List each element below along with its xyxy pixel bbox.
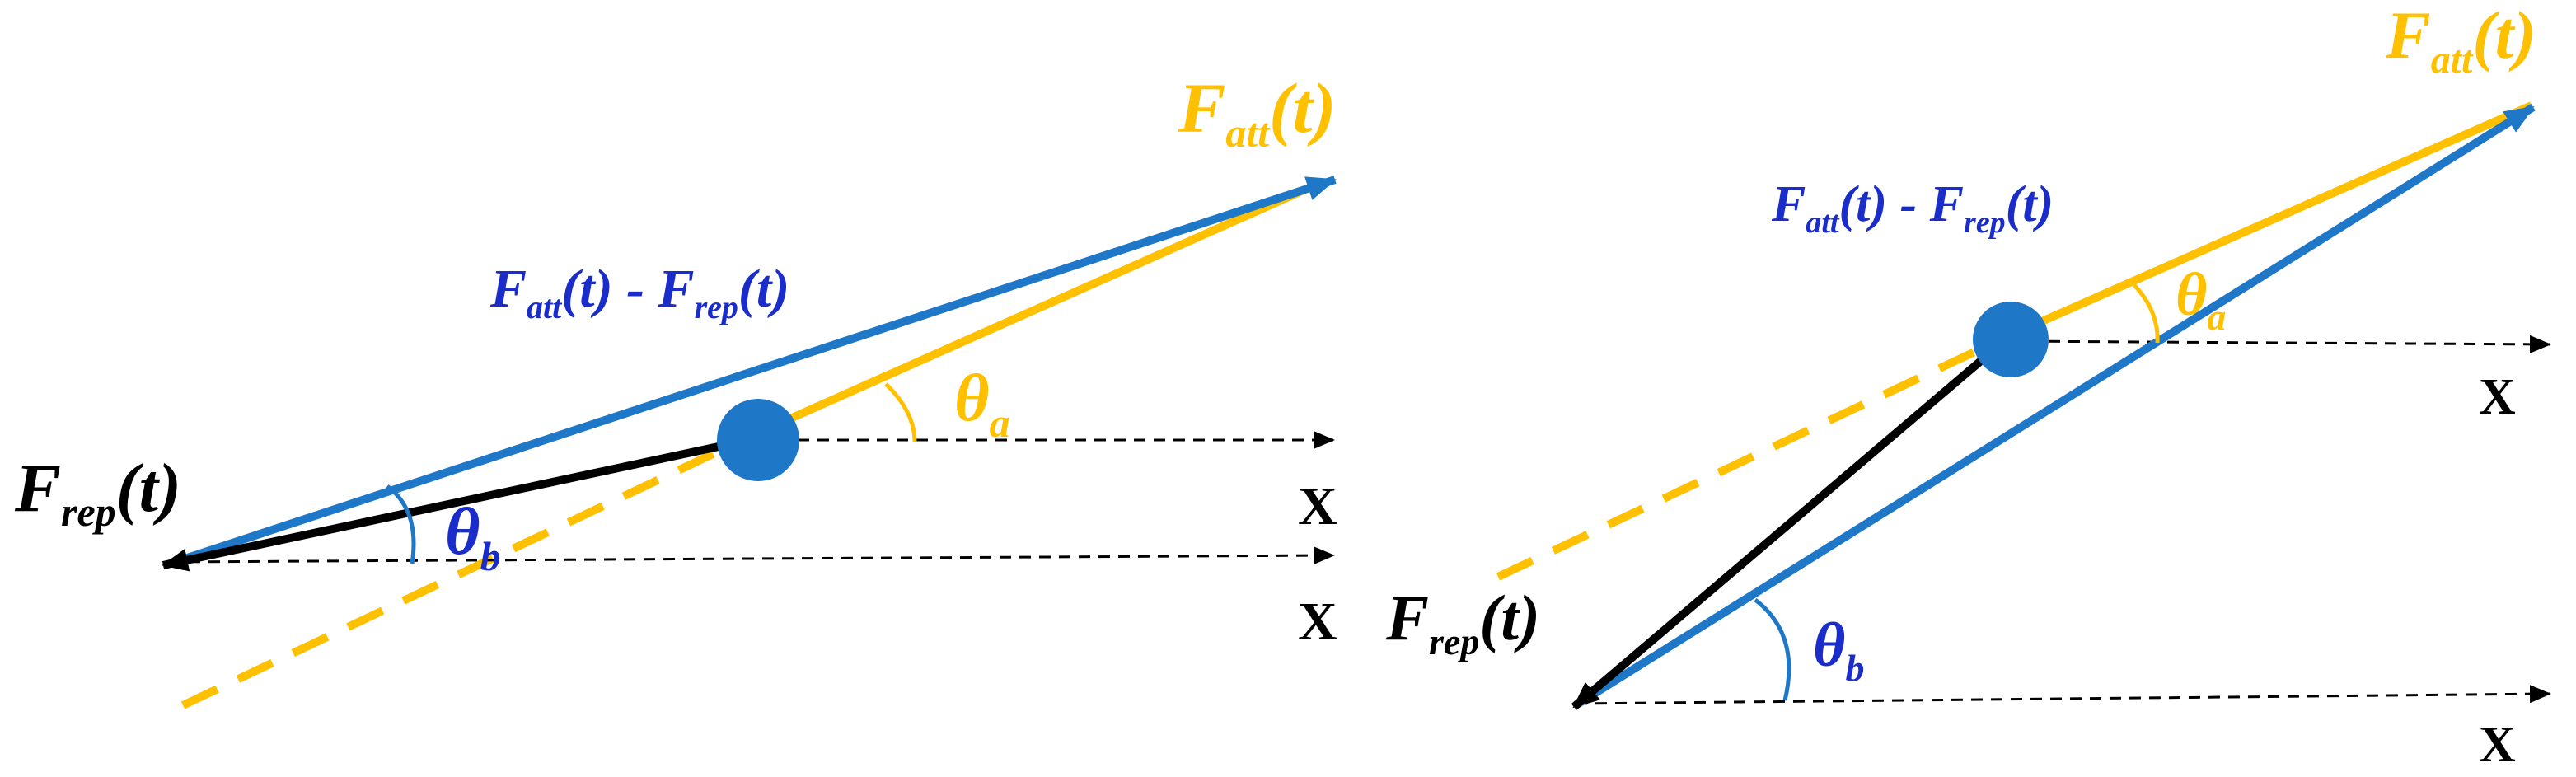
right-f-att-label: Fatt(t) [2385,0,2536,82]
right-x-label-upper: X [2479,369,2516,425]
left-f-rep-label: Frep(t) [14,450,181,535]
left-attractive-extension [180,434,748,709]
left-theta-a-arc [884,382,917,442]
left-attractive-force [743,179,1323,442]
right-robot-dot [1973,302,2049,377]
left-repulsive-force [162,438,743,572]
right-theta-a-label: θa [2176,261,2226,338]
left-x-axis-lower [168,546,1335,565]
left-f-att-minus-f-rep-label: Fatt(t) - Frep(t) [489,259,789,325]
right-f-rep-label: Frep(t) [1385,582,1540,662]
right-repulsive-force [1571,338,2007,710]
right-attractive-extension [1496,335,2003,581]
right-theta-b-arc [1754,598,1791,701]
left-diagram [162,176,1337,709]
left-resultant-force [163,176,1337,569]
right-theta-a-arc [2133,283,2160,344]
left-theta-b-label: θb [445,494,501,579]
right-attractive-force [1998,101,2534,344]
left-f-att-label: Fatt(t) [1178,68,1336,156]
right-x-axis-lower [1575,685,2551,705]
right-f-att-minus-f-rep-label: Fatt(t) - Frep(t) [1771,176,2054,240]
left-theta-a-label: θa [954,360,1010,446]
right-x-label-lower: X [2479,717,2516,773]
right-resultant-force [1573,103,2536,709]
right-theta-b-label: θb [1813,611,1864,689]
right-diagram [1496,101,2551,710]
left-robot-dot [717,399,799,481]
left-x-label-upper: X [1298,476,1337,536]
left-theta-b-arc [386,484,416,564]
left-x-label-lower: X [1298,592,1337,652]
right-x-axis-upper [2008,335,2551,353]
